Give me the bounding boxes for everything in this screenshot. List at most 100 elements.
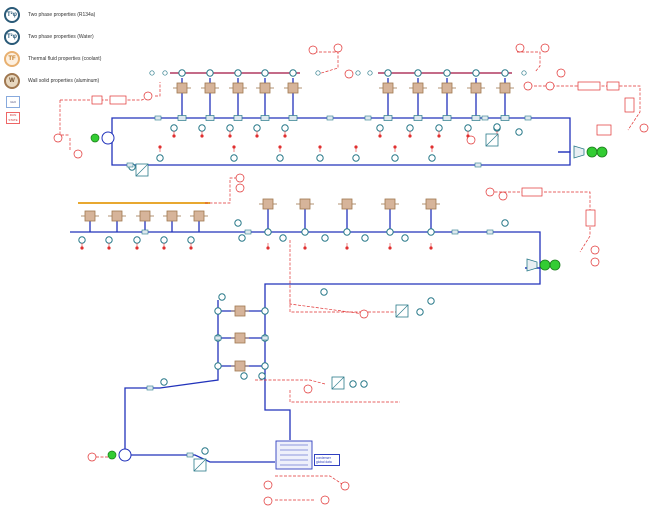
signal-source[interactable] bbox=[344, 69, 354, 79]
pump-node[interactable] bbox=[90, 131, 115, 145]
valve-node[interactable] bbox=[471, 115, 481, 121]
signal-source[interactable] bbox=[498, 191, 508, 201]
valve-node[interactable] bbox=[442, 115, 452, 121]
heat-exchanger[interactable] bbox=[331, 376, 345, 390]
signal-source[interactable] bbox=[590, 257, 600, 267]
pressure-sensor[interactable] bbox=[105, 236, 113, 244]
coolant-wall-node[interactable] bbox=[163, 210, 181, 222]
gui-box[interactable]: GUI bbox=[6, 96, 20, 108]
signal-source[interactable] bbox=[303, 384, 313, 394]
upper-compressor[interactable] bbox=[573, 145, 608, 159]
signal-source[interactable] bbox=[263, 480, 273, 490]
middle-wall-node[interactable] bbox=[259, 198, 277, 210]
pressure-sensor[interactable] bbox=[316, 154, 324, 162]
connector-port[interactable] bbox=[315, 70, 321, 76]
coolant-wall-node[interactable] bbox=[81, 210, 99, 222]
pressure-sensor[interactable] bbox=[78, 236, 86, 244]
signal-source[interactable] bbox=[340, 481, 350, 491]
signal-source[interactable] bbox=[235, 173, 245, 183]
signal-source[interactable] bbox=[263, 496, 273, 506]
pressure-sensor[interactable] bbox=[427, 297, 435, 305]
pressure-sensor[interactable] bbox=[238, 234, 246, 242]
pressure-sensor[interactable] bbox=[214, 307, 222, 315]
signal-source[interactable] bbox=[556, 68, 566, 78]
evaporator-wall-node[interactable] bbox=[467, 82, 485, 94]
middle-compressor[interactable] bbox=[526, 258, 561, 272]
header-sensor[interactable] bbox=[178, 69, 186, 77]
heat-exchanger[interactable] bbox=[485, 133, 499, 147]
pressure-sensor[interactable] bbox=[401, 234, 409, 242]
boundary-pin[interactable] bbox=[303, 243, 307, 250]
header-sensor[interactable] bbox=[289, 69, 297, 77]
signal-source[interactable] bbox=[235, 183, 245, 193]
connector-port[interactable] bbox=[162, 70, 168, 76]
evaporator-wall-node[interactable] bbox=[409, 82, 427, 94]
signal-source[interactable] bbox=[485, 187, 495, 197]
lower-wall-node[interactable] bbox=[231, 305, 249, 317]
valve-node[interactable] bbox=[233, 115, 243, 121]
valve-node[interactable] bbox=[500, 115, 510, 121]
pump-node[interactable] bbox=[107, 448, 132, 462]
boundary-pin[interactable] bbox=[430, 145, 434, 152]
header-sensor[interactable] bbox=[501, 69, 509, 77]
pressure-sensor[interactable] bbox=[343, 228, 351, 236]
pressure-sensor[interactable] bbox=[253, 124, 261, 132]
evaporator-wall-node[interactable] bbox=[201, 82, 219, 94]
heat-exchanger[interactable] bbox=[193, 458, 207, 472]
pressure-sensor[interactable] bbox=[349, 380, 357, 388]
pressure-sensor[interactable] bbox=[320, 288, 328, 296]
middle-wall-node[interactable] bbox=[338, 198, 356, 210]
lower-wall-node[interactable] bbox=[231, 360, 249, 372]
pressure-sensor[interactable] bbox=[133, 236, 141, 244]
valve-node[interactable] bbox=[205, 115, 215, 121]
pressure-sensor[interactable] bbox=[264, 228, 272, 236]
boundary-pin[interactable] bbox=[429, 243, 433, 250]
boundary-pin[interactable] bbox=[378, 131, 382, 138]
boundary-pin[interactable] bbox=[80, 243, 84, 250]
pressure-sensor[interactable] bbox=[406, 124, 414, 132]
pressure-sensor[interactable] bbox=[240, 372, 248, 380]
boundary-pin[interactable] bbox=[408, 131, 412, 138]
pressure-sensor[interactable] bbox=[493, 123, 501, 131]
pressure-sensor[interactable] bbox=[360, 380, 368, 388]
signal-source[interactable] bbox=[590, 245, 600, 255]
connector-port[interactable] bbox=[149, 70, 155, 76]
boundary-pin[interactable] bbox=[200, 131, 204, 138]
mixer-block[interactable] bbox=[596, 124, 612, 136]
signal-source[interactable] bbox=[333, 43, 343, 53]
middle-wall-node[interactable] bbox=[422, 198, 440, 210]
signal-source[interactable] bbox=[53, 133, 63, 143]
boundary-pin[interactable] bbox=[278, 145, 282, 152]
pressure-sensor[interactable] bbox=[201, 447, 209, 455]
boundary-pin[interactable] bbox=[135, 243, 139, 250]
gain-block[interactable] bbox=[91, 95, 103, 105]
middle-wall-node[interactable] bbox=[381, 198, 399, 210]
evaporator-wall-node[interactable] bbox=[284, 82, 302, 94]
pressure-sensor[interactable] bbox=[160, 378, 168, 386]
pressure-sensor[interactable] bbox=[427, 228, 435, 236]
signal-source[interactable] bbox=[320, 495, 330, 505]
signal-source[interactable] bbox=[540, 43, 550, 53]
evaporator-wall-node[interactable] bbox=[496, 82, 514, 94]
pressure-sensor[interactable] bbox=[187, 236, 195, 244]
boundary-pin[interactable] bbox=[345, 243, 349, 250]
boundary-pin[interactable] bbox=[266, 243, 270, 250]
pressure-sensor[interactable] bbox=[261, 362, 269, 370]
pressure-sensor[interactable] bbox=[160, 236, 168, 244]
signal-source[interactable] bbox=[515, 43, 525, 53]
header-sensor[interactable] bbox=[206, 69, 214, 77]
signal-source[interactable] bbox=[359, 309, 369, 319]
header-sensor[interactable] bbox=[472, 69, 480, 77]
pressure-sensor[interactable] bbox=[376, 124, 384, 132]
evaporator-wall-node[interactable] bbox=[173, 82, 191, 94]
pressure-sensor[interactable] bbox=[198, 124, 206, 132]
boundary-pin[interactable] bbox=[255, 131, 259, 138]
header-sensor[interactable] bbox=[414, 69, 422, 77]
pressure-sensor[interactable] bbox=[515, 128, 523, 136]
boundary-pin[interactable] bbox=[107, 243, 111, 250]
pressure-sensor[interactable] bbox=[226, 124, 234, 132]
connector-port[interactable] bbox=[355, 70, 361, 76]
valve-node[interactable] bbox=[177, 115, 187, 121]
signal-block[interactable] bbox=[624, 97, 635, 113]
valve-node[interactable] bbox=[383, 115, 393, 121]
